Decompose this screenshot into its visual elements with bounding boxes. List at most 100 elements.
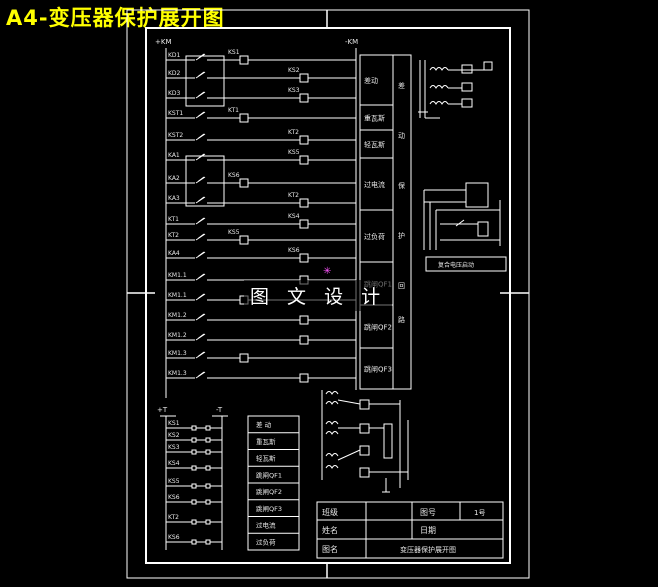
contact-label: KT2 — [168, 232, 179, 239]
function-label: 过负荷 — [364, 232, 385, 241]
function-label: 过电流 — [364, 180, 385, 189]
contact-label: KM1.3 — [168, 350, 187, 357]
signal-contact — [205, 539, 211, 545]
sheet-inner-frame — [145, 27, 511, 564]
cursor-marker: ✳ — [323, 266, 331, 277]
function-label: 重瓦斯 — [364, 114, 385, 123]
kd-bracket — [185, 55, 225, 107]
signal-contact-label: KS6 — [168, 534, 180, 541]
signal-table-cell: 跳闸QF1 — [256, 470, 282, 479]
relay-label: KS6 — [228, 172, 240, 179]
signal-contact-label: KS4 — [168, 460, 180, 467]
relay-coil — [299, 219, 309, 229]
signal-contact — [191, 499, 197, 505]
side-label: 路 — [398, 315, 405, 324]
relay-label: KS5 — [228, 229, 240, 236]
tb-drawing-no-label: 图号 — [420, 508, 436, 517]
signal-table-cell: 过负荷 — [256, 537, 276, 546]
contact-symbol — [195, 53, 206, 61]
function-rows: 差动重瓦斯轻瓦斯过电流过负荷跳闸QF1跳闸QF2跳闸QF3差动保护回路 — [360, 76, 405, 374]
relay-coil — [239, 113, 249, 123]
signal-minus-label: -T — [216, 406, 223, 414]
relay-coil — [239, 178, 249, 188]
signal-table-cell: 跳闸QF2 — [256, 487, 282, 496]
signal-contact — [191, 519, 197, 525]
side-label: 护 — [398, 231, 405, 240]
signal-contact — [191, 437, 197, 443]
relay-coil — [299, 135, 309, 145]
contact-label: KD1 — [168, 52, 181, 59]
ka-bracket — [185, 155, 225, 207]
relay-coil — [239, 353, 249, 363]
side-label: 保 — [398, 181, 405, 190]
relay-label: KT1 — [228, 107, 239, 114]
signal-contact-label: KS3 — [168, 444, 180, 451]
signal-contact — [191, 539, 197, 545]
signal-plus-label: +T — [157, 406, 168, 414]
signal-contact-label: KS1 — [168, 420, 180, 427]
contact-symbol — [195, 273, 206, 281]
ct-block — [418, 60, 493, 119]
voltage-start-label: 复合电压启动 — [438, 261, 474, 269]
contact-symbol — [195, 313, 206, 321]
relay-label: KT2 — [288, 129, 299, 136]
relay-label: KS3 — [288, 87, 300, 94]
contact-label: KA1 — [168, 152, 180, 159]
contact-symbol — [195, 196, 206, 204]
contact-symbol — [195, 293, 206, 301]
contact-label: KM1.1 — [168, 272, 187, 279]
tb-name-label: 姓名 — [322, 525, 338, 535]
relay-label: KS5 — [288, 149, 300, 156]
signal-contact-label: KS6 — [168, 494, 180, 501]
sheet-outer-frame — [126, 9, 530, 579]
relay-coil — [299, 373, 309, 383]
relay-label: KS4 — [288, 213, 300, 220]
relay-coil — [299, 93, 309, 103]
signal-contact-label: KT2 — [168, 514, 179, 521]
contact-symbol — [195, 351, 206, 359]
signal-contact — [205, 465, 211, 471]
relay-label: KS1 — [228, 49, 240, 56]
relay-coil — [299, 155, 309, 165]
relay-label: KS2 — [288, 67, 300, 74]
voltage-block — [423, 182, 507, 272]
contact-label: KM1.3 — [168, 370, 187, 377]
signal-contact — [205, 483, 211, 489]
contact-symbol — [195, 133, 206, 141]
contact-label: KST2 — [168, 132, 183, 139]
signal-contact — [191, 483, 197, 489]
relay-coil — [299, 335, 309, 345]
side-label: 差 — [398, 81, 405, 90]
signal-table-cell: 差 动 — [256, 420, 272, 429]
signal-table-cell: 重瓦斯 — [256, 437, 276, 446]
tb-class-label: 班级 — [322, 507, 338, 517]
contact-label: KA2 — [168, 175, 180, 182]
signal-contact — [205, 437, 211, 443]
relay-label: KT2 — [288, 192, 299, 199]
contact-symbol — [195, 91, 206, 99]
contact-symbol — [195, 233, 206, 241]
contact-label: KD2 — [168, 70, 181, 77]
contact-symbol — [195, 111, 206, 119]
relay-coil — [299, 253, 309, 263]
contact-symbol — [195, 71, 206, 79]
tb-drawing-no: 1号 — [474, 509, 485, 517]
signal-contact — [205, 499, 211, 505]
contact-symbol — [195, 371, 206, 379]
signal-contact-label: KS2 — [168, 432, 180, 439]
watermark: 图 文 设 计 — [244, 280, 393, 311]
signal-table-cell: 跳闸QF3 — [256, 504, 282, 513]
signal-contact — [191, 465, 197, 471]
relay-coil — [299, 73, 309, 83]
signal-contact — [205, 425, 211, 431]
signal-contact — [205, 519, 211, 525]
tb-drawing-name-label: 图名 — [322, 544, 338, 554]
tb-drawing-name: 变压器保护展开图 — [400, 545, 456, 554]
contact-symbol — [195, 333, 206, 341]
contact-symbol — [195, 217, 206, 225]
signal-table-cell: 过电流 — [256, 521, 276, 530]
relay-coil — [299, 198, 309, 208]
plus-bus-label: +KM — [155, 38, 172, 46]
